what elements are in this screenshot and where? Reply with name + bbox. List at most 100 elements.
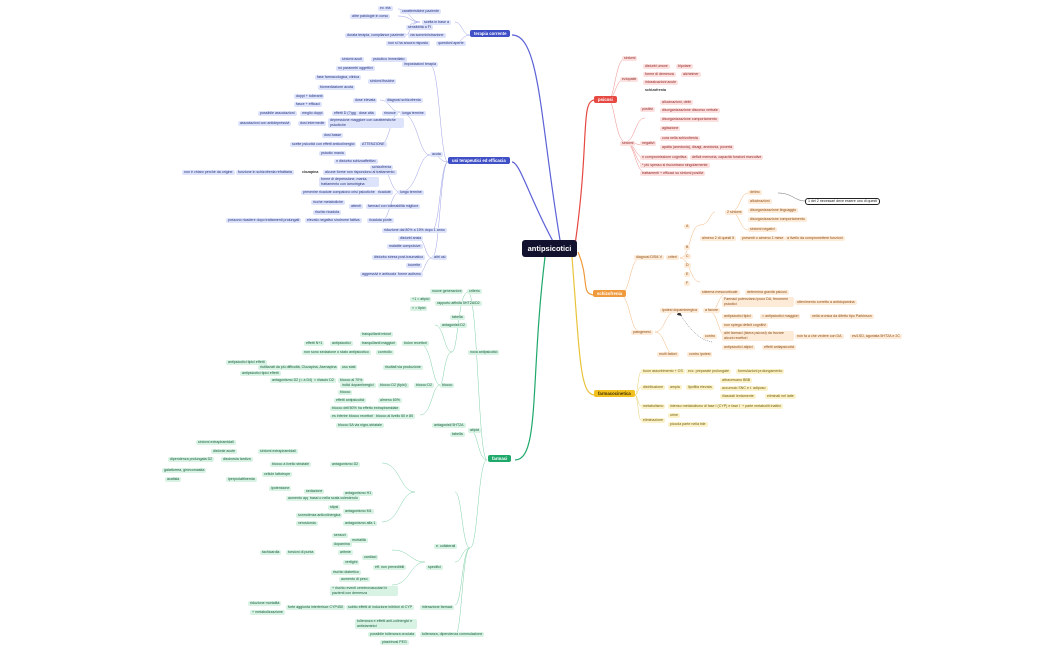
node-durata-terapia[interactable]: durata terapia, compliance paziente: [345, 33, 406, 38]
node-attenzione[interactable]: ATTENZIONE: [360, 142, 387, 147]
node-iperprolattinemia[interactable]: iperprolattinemia: [226, 477, 257, 482]
node-molti-fattori[interactable]: molti fattori: [657, 352, 679, 357]
node-interazione-farmaci[interactable]: interazione farmaci: [420, 605, 455, 610]
node-atipici-1[interactable]: +1 = atipici: [410, 297, 432, 302]
node-eventi-cerebrovascolari[interactable]: + rischio eventi cerebrovascolari in paz…: [330, 586, 398, 596]
branch-terapia-corrente[interactable]: terapia corrente: [470, 30, 511, 37]
node-blocco-striatale[interactable]: blocco a livello striatale: [270, 462, 311, 467]
node-forme-depressione[interactable]: forme di depressione, mania, trattamento…: [319, 177, 379, 187]
node-distribuzione[interactable]: distribuzione: [641, 385, 666, 390]
branch-farmacocinetica[interactable]: farmacocinetica: [594, 390, 635, 397]
node-disorg-comportamento-s[interactable]: disorganizzazione comportamento: [748, 217, 807, 222]
node-scelte-psicotici[interactable]: scelte psicotici con effetti anticoliner…: [290, 142, 357, 147]
node-antagonismo-alfa1[interactable]: antagonismo alfa 1: [343, 521, 378, 526]
node-discinesia-tardiva[interactable]: discinesia tardiva: [221, 457, 253, 462]
node-piastrinosi[interactable]: piastrinosi PEG: [380, 640, 409, 645]
node-gravita-psicosi[interactable]: determina gravità psicosi: [745, 290, 789, 295]
node-preparate-prolungate[interactable]: ecc. preparate prolungate: [686, 369, 731, 374]
node-rischio-ricaduta[interactable]: rischio ricaduta: [313, 210, 342, 215]
node-buon-assorbimento[interactable]: buon assorbimento + OS: [641, 369, 685, 374]
node-psicotico-immediato[interactable]: psicotico immediato: [371, 57, 407, 62]
node-ottenimento-antidopamina[interactable]: ottenimento corretto a antidopamina: [795, 300, 857, 305]
node-effetti-antipsicotici-g[interactable]: effetti antipsicotici: [334, 398, 367, 403]
node-contro-ipotesi[interactable]: contro ipotesi: [687, 352, 713, 357]
node-deficit-memoria[interactable]: deficit memoria, capacità funzioni esecu…: [690, 155, 764, 160]
branch-psicosi[interactable]: psicosi: [594, 96, 617, 103]
node-presenti-1-mese[interactable]: presenti o almeno 1 mese: [740, 236, 786, 241]
node-eliminati-latte[interactable]: eliminati nel latte: [765, 394, 796, 399]
node-ricadere-prolungati[interactable]: possono ricadere dopo trattamenti prolun…: [226, 218, 302, 223]
node-forme-autismo[interactable]: forme autismo: [396, 272, 423, 277]
node-agitazione[interactable]: agitazione: [660, 126, 681, 131]
node-positivi[interactable]: positivi: [640, 107, 655, 112]
node-lungo-termine[interactable]: lungo termine: [398, 190, 424, 195]
node-lunga-termine[interactable]: lunga termine: [400, 111, 426, 116]
node-contro[interactable]: contro: [703, 334, 717, 339]
node-caratteristiche-paziente[interactable]: caratteristiche paziente: [400, 9, 441, 14]
node-attenti[interactable]: attenti: [349, 204, 363, 209]
node-disorg-linguaggio[interactable]: disorganizzazione linguaggio: [748, 208, 799, 213]
node-impostazioni-terapia[interactable]: impostazioni terapia: [402, 62, 438, 67]
node-riduzione-80[interactable]: riduzione dal 80% a 15% dopo 1 anno: [382, 228, 447, 233]
node-dose-alta[interactable]: dose alta: [357, 111, 376, 116]
node-attraversano-bbb[interactable]: attraversano BBB: [720, 378, 753, 383]
branch-farmaci[interactable]: farmaci: [488, 455, 512, 462]
node-effetti-antiapsicotici[interactable]: effetti antiapsicotici: [762, 345, 797, 350]
node-forme-non-rispondono[interactable]: alcune forme non rispondono al trattamen…: [323, 170, 397, 175]
node-aumento-peso[interactable]: aumento di peso: [339, 577, 370, 582]
node-sintomi-fissiche[interactable]: sintomi fissiche: [368, 79, 397, 84]
node-e-collaterali[interactable]: e. collaterali: [434, 544, 458, 549]
node-prevenire-ricadute[interactable]: prevenire ricadute compaiono crisi psico…: [301, 190, 377, 195]
node-vertigini[interactable]: vertigini: [343, 560, 360, 565]
node-criterio-c[interactable]: C: [684, 254, 691, 259]
node-metabolismo[interactable]: metabolismo: [641, 404, 666, 409]
node-piu-spesso[interactable]: * più spesso si riscontrano singolarment…: [640, 163, 710, 168]
node-disorg-comportamento[interactable]: disorganizzazione comportamento: [660, 117, 719, 122]
node-deficit-cognitivi[interactable]: non spiega deficit cognitivi: [722, 323, 768, 328]
node-malattie-compulsive[interactable]: malattie compulsive: [387, 244, 423, 249]
node-dose-elevata[interactable]: dose elevata: [353, 98, 378, 103]
node-bipolare[interactable]: bipolare: [676, 64, 693, 69]
node-altri-usi[interactable]: altri usi: [432, 255, 448, 260]
node-sistema-mesocorticale[interactable]: sistema mesocorticale: [700, 290, 740, 295]
node-elevato-negativo[interactable]: elevato negativo sindrome fattiva: [305, 218, 362, 223]
node-ricadute[interactable]: ricadute: [376, 190, 393, 195]
node-sintomi-2[interactable]: sintomi: [620, 141, 636, 146]
node-effetti-d[interactable]: effetti D (?)gg: [332, 111, 358, 116]
node-possibile-associazioni[interactable]: possibile associazioni: [258, 111, 297, 116]
node-lipofilia[interactable]: lipofilia elevata: [686, 385, 714, 390]
node-aumento-appetito[interactable]: aumento appetito: [286, 496, 318, 501]
node-forme-parkinson[interactable]: sintomi extrapiramidali: [196, 440, 236, 445]
node-almeno-2-di-5[interactable]: almeno 2 di questi 5: [700, 236, 737, 241]
node-metaboliti-inattivi[interactable]: + parte metaboliti inattivi: [740, 404, 783, 409]
node-delirio[interactable]: delirio: [748, 190, 762, 195]
node-sintomi-psicosi[interactable]: sintomi: [622, 56, 638, 61]
node-controllo[interactable]: controllo: [376, 350, 394, 355]
node-aggressivi[interactable]: aggressivi e antisociali: [360, 272, 400, 277]
node-rilascio-d2[interactable]: < rilascio D2: [312, 378, 336, 383]
node-ipotesi-tipici[interactable]: antipsicotici tipici effetti: [226, 360, 267, 365]
node-antagonismo-d2-d4[interactable]: antagonismo D2 (= a D4): [270, 378, 315, 383]
node-apatia[interactable]: apatia (anedonia), disagi, anedonia, pov…: [660, 145, 735, 150]
node-patogenesi[interactable]: patogenesi: [631, 330, 653, 335]
node-blocco-80[interactable]: blocco dell'80% ha effetto extrapiramida…: [330, 406, 401, 411]
node-criterio-e[interactable]: E: [684, 272, 691, 277]
node-piccola-parte-bile[interactable]: piccola parte nella bile: [668, 422, 708, 427]
node-biomediazione-acuta[interactable]: biomediazione acuta: [318, 85, 355, 90]
node-galattorrea[interactable]: galattorrea, ginecomastia: [162, 468, 207, 473]
node-rinunce[interactable]: rinunce: [382, 111, 398, 116]
node-criteri[interactable]: criteri: [666, 255, 679, 260]
node-meglio-doppi[interactable]: meglio doppi: [300, 111, 325, 116]
node-dopamina[interactable]: dopamina: [332, 542, 352, 547]
node-depressione-maggiore[interactable]: depressione maggiore con caratteristiche…: [328, 118, 404, 128]
node-rilasciati-lentamente[interactable]: rilasciati lentamente: [720, 394, 756, 399]
node-trattamenti-efficaci[interactable]: trattamenti + efficaci su sintomi positi…: [640, 171, 706, 176]
node-diagnosi-schizofrenia[interactable]: diagnosi schizofrenia: [385, 98, 423, 103]
node-cellule-lattotrope[interactable]: cellule lattotrope: [262, 472, 293, 477]
node-sensibilita-fi[interactable]: sensibilità a FI: [406, 25, 433, 30]
node-schizofrenia-psicosi[interactable]: schizofrenia: [645, 88, 666, 92]
node-blocco-70[interactable]: blocco al 70%: [338, 378, 365, 383]
node-criterio-b[interactable]: B: [684, 245, 691, 250]
node-antagonismo-h1[interactable]: antagonismo H1: [343, 491, 374, 496]
node-blocco[interactable]: blocco: [338, 390, 353, 395]
